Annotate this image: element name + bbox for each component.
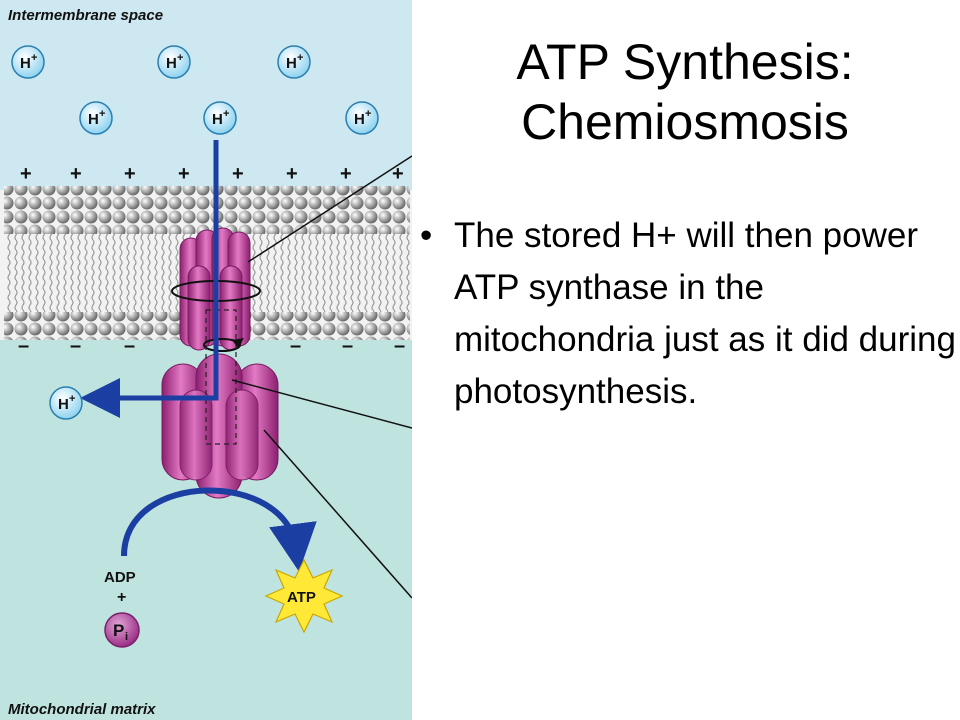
proton-h-text: H (166, 55, 177, 72)
minus-sign: – (342, 335, 353, 357)
bullet-list: • The stored H+ will then power ATP synt… (418, 210, 958, 418)
proton-ion: H + (345, 101, 379, 135)
plus-label: + (117, 589, 126, 606)
proton-charge-text: + (177, 52, 183, 64)
slide-title: ATP Synthesis: Chemiosmosis (420, 32, 950, 152)
minus-sign: – (124, 335, 135, 357)
atp-label: ATP (287, 589, 316, 606)
proton-h-text: H (286, 55, 297, 72)
minus-sign: – (18, 335, 29, 357)
proton-h-text: H (20, 55, 31, 72)
minus-sign: – (394, 335, 405, 357)
adp-to-atp-arrow (121, 487, 317, 572)
minus-sign: – (70, 335, 81, 357)
phosphate-molecule: P i (104, 612, 140, 648)
intermembrane-space-label: Intermembrane space (8, 7, 163, 24)
proton-charge-text: + (99, 108, 105, 120)
callout-lines (231, 155, 412, 599)
proton-flow-arrow (80, 140, 219, 418)
positive-charge-row: + + + + + + + + (20, 163, 404, 185)
plus-sign: + (124, 163, 136, 185)
proton-charge-text: + (31, 52, 37, 64)
bullet-text: The stored H+ will then power ATP syntha… (454, 216, 956, 411)
title-line-1: ATP Synthesis: (516, 34, 854, 90)
atp-burst: ATP (264, 558, 344, 634)
mitochondrial-matrix-label: Mitochondrial matrix (8, 701, 156, 718)
synthase-head (161, 353, 279, 499)
proton-charge-text: + (297, 52, 303, 64)
proton-ion-matrix: H + (49, 386, 83, 420)
plus-sign: + (70, 163, 82, 185)
title-line-2: Chemiosmosis (521, 94, 849, 150)
proton-h-text: H (212, 111, 223, 128)
proton-ion: H + (203, 101, 237, 135)
proton-ion: H + (277, 45, 311, 79)
plus-sign: + (340, 163, 352, 185)
minus-sign: – (290, 335, 301, 357)
proton-ion: H + (11, 45, 45, 79)
atp-synthase-diagram: + + + + + + + + – – – – – – Intermembran… (0, 0, 412, 720)
plus-sign: + (286, 163, 298, 185)
atp-star-icon (264, 558, 344, 634)
proton-h-text: H (354, 111, 365, 128)
proton-ions: H + H + H + H + H + H + (11, 45, 379, 135)
proton-ion: H + (157, 45, 191, 79)
adp-label: ADP (104, 569, 136, 586)
central-stalk-outline (205, 309, 237, 445)
proton-h-text: H (88, 111, 99, 128)
proton-ion: H + (79, 101, 113, 135)
plus-sign: + (392, 163, 404, 185)
plus-sign: + (178, 163, 190, 185)
plus-sign: + (232, 163, 244, 185)
plus-sign: + (20, 163, 32, 185)
pi-subscript-text: i (125, 631, 128, 643)
bullet-item: • The stored H+ will then power ATP synt… (418, 210, 958, 418)
rotation-arrow-head (232, 338, 244, 348)
negative-charge-row: – – – – – – (18, 335, 405, 357)
proton-h-text: H (58, 396, 69, 413)
proton-charge-text: + (223, 108, 229, 120)
rotation-ring-bottom (203, 338, 241, 352)
bullet-dot: • (420, 216, 433, 255)
proton-charge-text: + (365, 108, 371, 120)
proton-charge-text: + (69, 393, 75, 405)
intermembrane-space-region (0, 0, 412, 190)
pi-p-text: P (113, 621, 124, 640)
